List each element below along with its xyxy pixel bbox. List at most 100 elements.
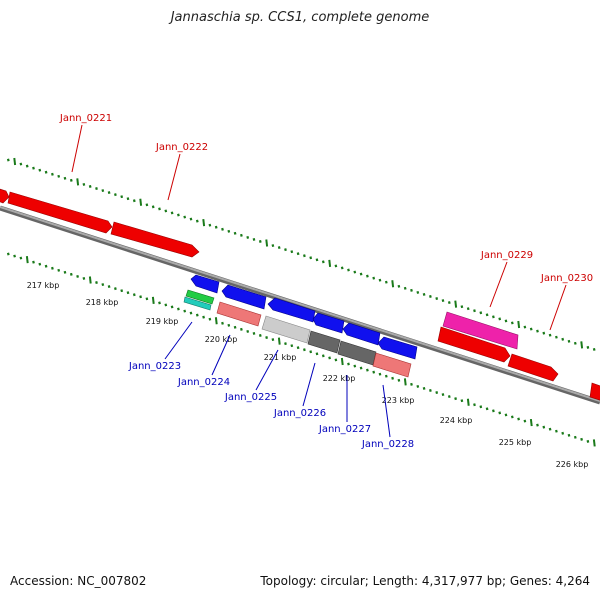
minor-tick — [586, 345, 590, 349]
minor-tick — [189, 217, 193, 221]
minor-tick — [132, 293, 136, 297]
minor-tick — [240, 233, 243, 237]
minor-tick — [101, 189, 105, 193]
gene-arrow-jann-0229[interactable] — [442, 311, 519, 350]
label-leader-lines — [71, 124, 567, 438]
minor-tick — [303, 348, 306, 352]
minor-tick — [296, 346, 300, 350]
gene-arrow-reverse-blue-3[interactable] — [267, 297, 316, 323]
minor-tick — [195, 313, 199, 317]
gene-label-jann-0226[interactable]: Jann_0226 — [273, 408, 326, 419]
gene-arrow-jann-0230[interactable] — [507, 353, 559, 382]
gene-arrow-jann-0221[interactable] — [7, 191, 113, 234]
kbp-label: 220 kbp — [205, 335, 238, 344]
minor-tick — [82, 276, 86, 280]
major-tick — [265, 239, 269, 247]
gene-label-jann-0221[interactable]: Jann_0221 — [59, 113, 112, 124]
major-tick — [25, 255, 29, 264]
gene-arrow-jann-0226[interactable] — [307, 330, 341, 354]
minor-tick — [592, 347, 596, 351]
major-tick — [454, 300, 458, 308]
minor-tick — [378, 372, 382, 376]
minor-tick — [32, 260, 35, 264]
minor-tick — [492, 409, 495, 413]
gene-arrow-reverse-blue-2[interactable] — [221, 284, 267, 310]
minor-tick — [164, 209, 168, 213]
minor-tick — [6, 252, 10, 256]
major-tick — [517, 320, 521, 329]
minor-tick — [158, 301, 161, 305]
genome-summary-text: Topology: circular; Length: 4,317,977 bp… — [260, 574, 590, 588]
minor-tick — [19, 162, 23, 166]
minor-tick — [145, 203, 149, 207]
gene-label-jann-0224[interactable]: Jann_0224 — [177, 377, 230, 388]
gene-label-jann-0225[interactable]: Jann_0225 — [224, 392, 277, 403]
minor-tick — [284, 342, 287, 346]
minor-tick — [189, 311, 193, 315]
minor-tick — [151, 205, 155, 209]
gene-arrow-jann-0224[interactable] — [216, 301, 262, 327]
gene-label-jann-0227[interactable]: Jann_0227 — [318, 424, 371, 435]
gene-arrow-jann-0225[interactable] — [261, 315, 311, 344]
kbp-label: 219 kbp — [146, 317, 179, 326]
minor-tick — [517, 417, 520, 421]
minor-tick — [447, 395, 451, 399]
gene-arrow-jann-0222[interactable] — [110, 221, 200, 258]
minor-tick — [416, 384, 420, 388]
label-leader-line — [489, 261, 508, 308]
minor-tick — [19, 256, 23, 260]
minor-tick — [271, 244, 275, 248]
gene-arrow-jann-0227[interactable] — [337, 340, 377, 366]
genome-backbone — [0, 205, 600, 405]
minor-tick — [435, 391, 439, 394]
minor-tick — [347, 362, 350, 366]
gene-arrow-reverse-blue-1[interactable] — [190, 274, 220, 294]
gene-label-jann-0229[interactable]: Jann_0229 — [480, 250, 533, 261]
minor-tick — [221, 227, 224, 231]
minor-tick — [290, 250, 294, 254]
minor-tick — [252, 331, 256, 335]
major-tick — [277, 337, 281, 345]
minor-tick — [25, 164, 29, 168]
label-leader-line — [382, 384, 391, 438]
gene-arrow-forward[interactable] — [0, 186, 10, 204]
gene-arrow-jann-0230-part-a[interactable] — [437, 326, 511, 363]
gene-arrow-jann-0223b[interactable] — [183, 296, 212, 311]
minor-tick — [258, 240, 262, 243]
minor-tick — [353, 364, 357, 368]
minor-tick — [397, 378, 401, 382]
minor-tick — [441, 299, 445, 303]
minor-tick — [107, 191, 111, 195]
kbp-label: 223 kbp — [382, 396, 415, 405]
gene-arrow-reverse-blue-5[interactable] — [342, 322, 381, 346]
minor-tick — [435, 297, 439, 300]
gene-label-jann-0230[interactable]: Jann_0230 — [540, 273, 593, 284]
minor-tick — [290, 344, 294, 348]
minor-tick — [114, 287, 117, 291]
minor-tick — [177, 213, 180, 217]
gene-label-jann-0228[interactable]: Jann_0228 — [361, 439, 414, 450]
minor-tick — [485, 313, 489, 317]
kbp-label: 217 kbp — [27, 281, 60, 290]
gene-label-jann-0222[interactable]: Jann_0222 — [155, 142, 208, 153]
minor-tick — [542, 425, 546, 429]
gene-arrow-reverse-blue-6[interactable] — [377, 336, 418, 360]
minor-tick — [523, 419, 527, 423]
label-leader-line — [164, 321, 193, 360]
gene-arrow-jann-0223[interactable] — [185, 289, 215, 305]
kbp-label: 225 kbp — [499, 438, 532, 447]
gene-arrow-forward-edge[interactable] — [589, 382, 600, 402]
minor-tick — [315, 258, 319, 262]
minor-tick — [473, 403, 476, 407]
minor-tick — [429, 389, 432, 392]
major-tick — [340, 357, 344, 366]
gene-arrow-reverse-blue-4[interactable] — [312, 312, 345, 334]
label-leader-line — [549, 284, 567, 331]
gene-arrow-jann-0228[interactable] — [372, 352, 412, 378]
minor-tick — [252, 237, 256, 241]
major-tick — [76, 178, 80, 186]
gene-label-jann-0223[interactable]: Jann_0223 — [128, 361, 181, 372]
major-tick — [403, 378, 407, 386]
minor-tick — [567, 339, 571, 343]
label-leader-line — [302, 362, 316, 407]
